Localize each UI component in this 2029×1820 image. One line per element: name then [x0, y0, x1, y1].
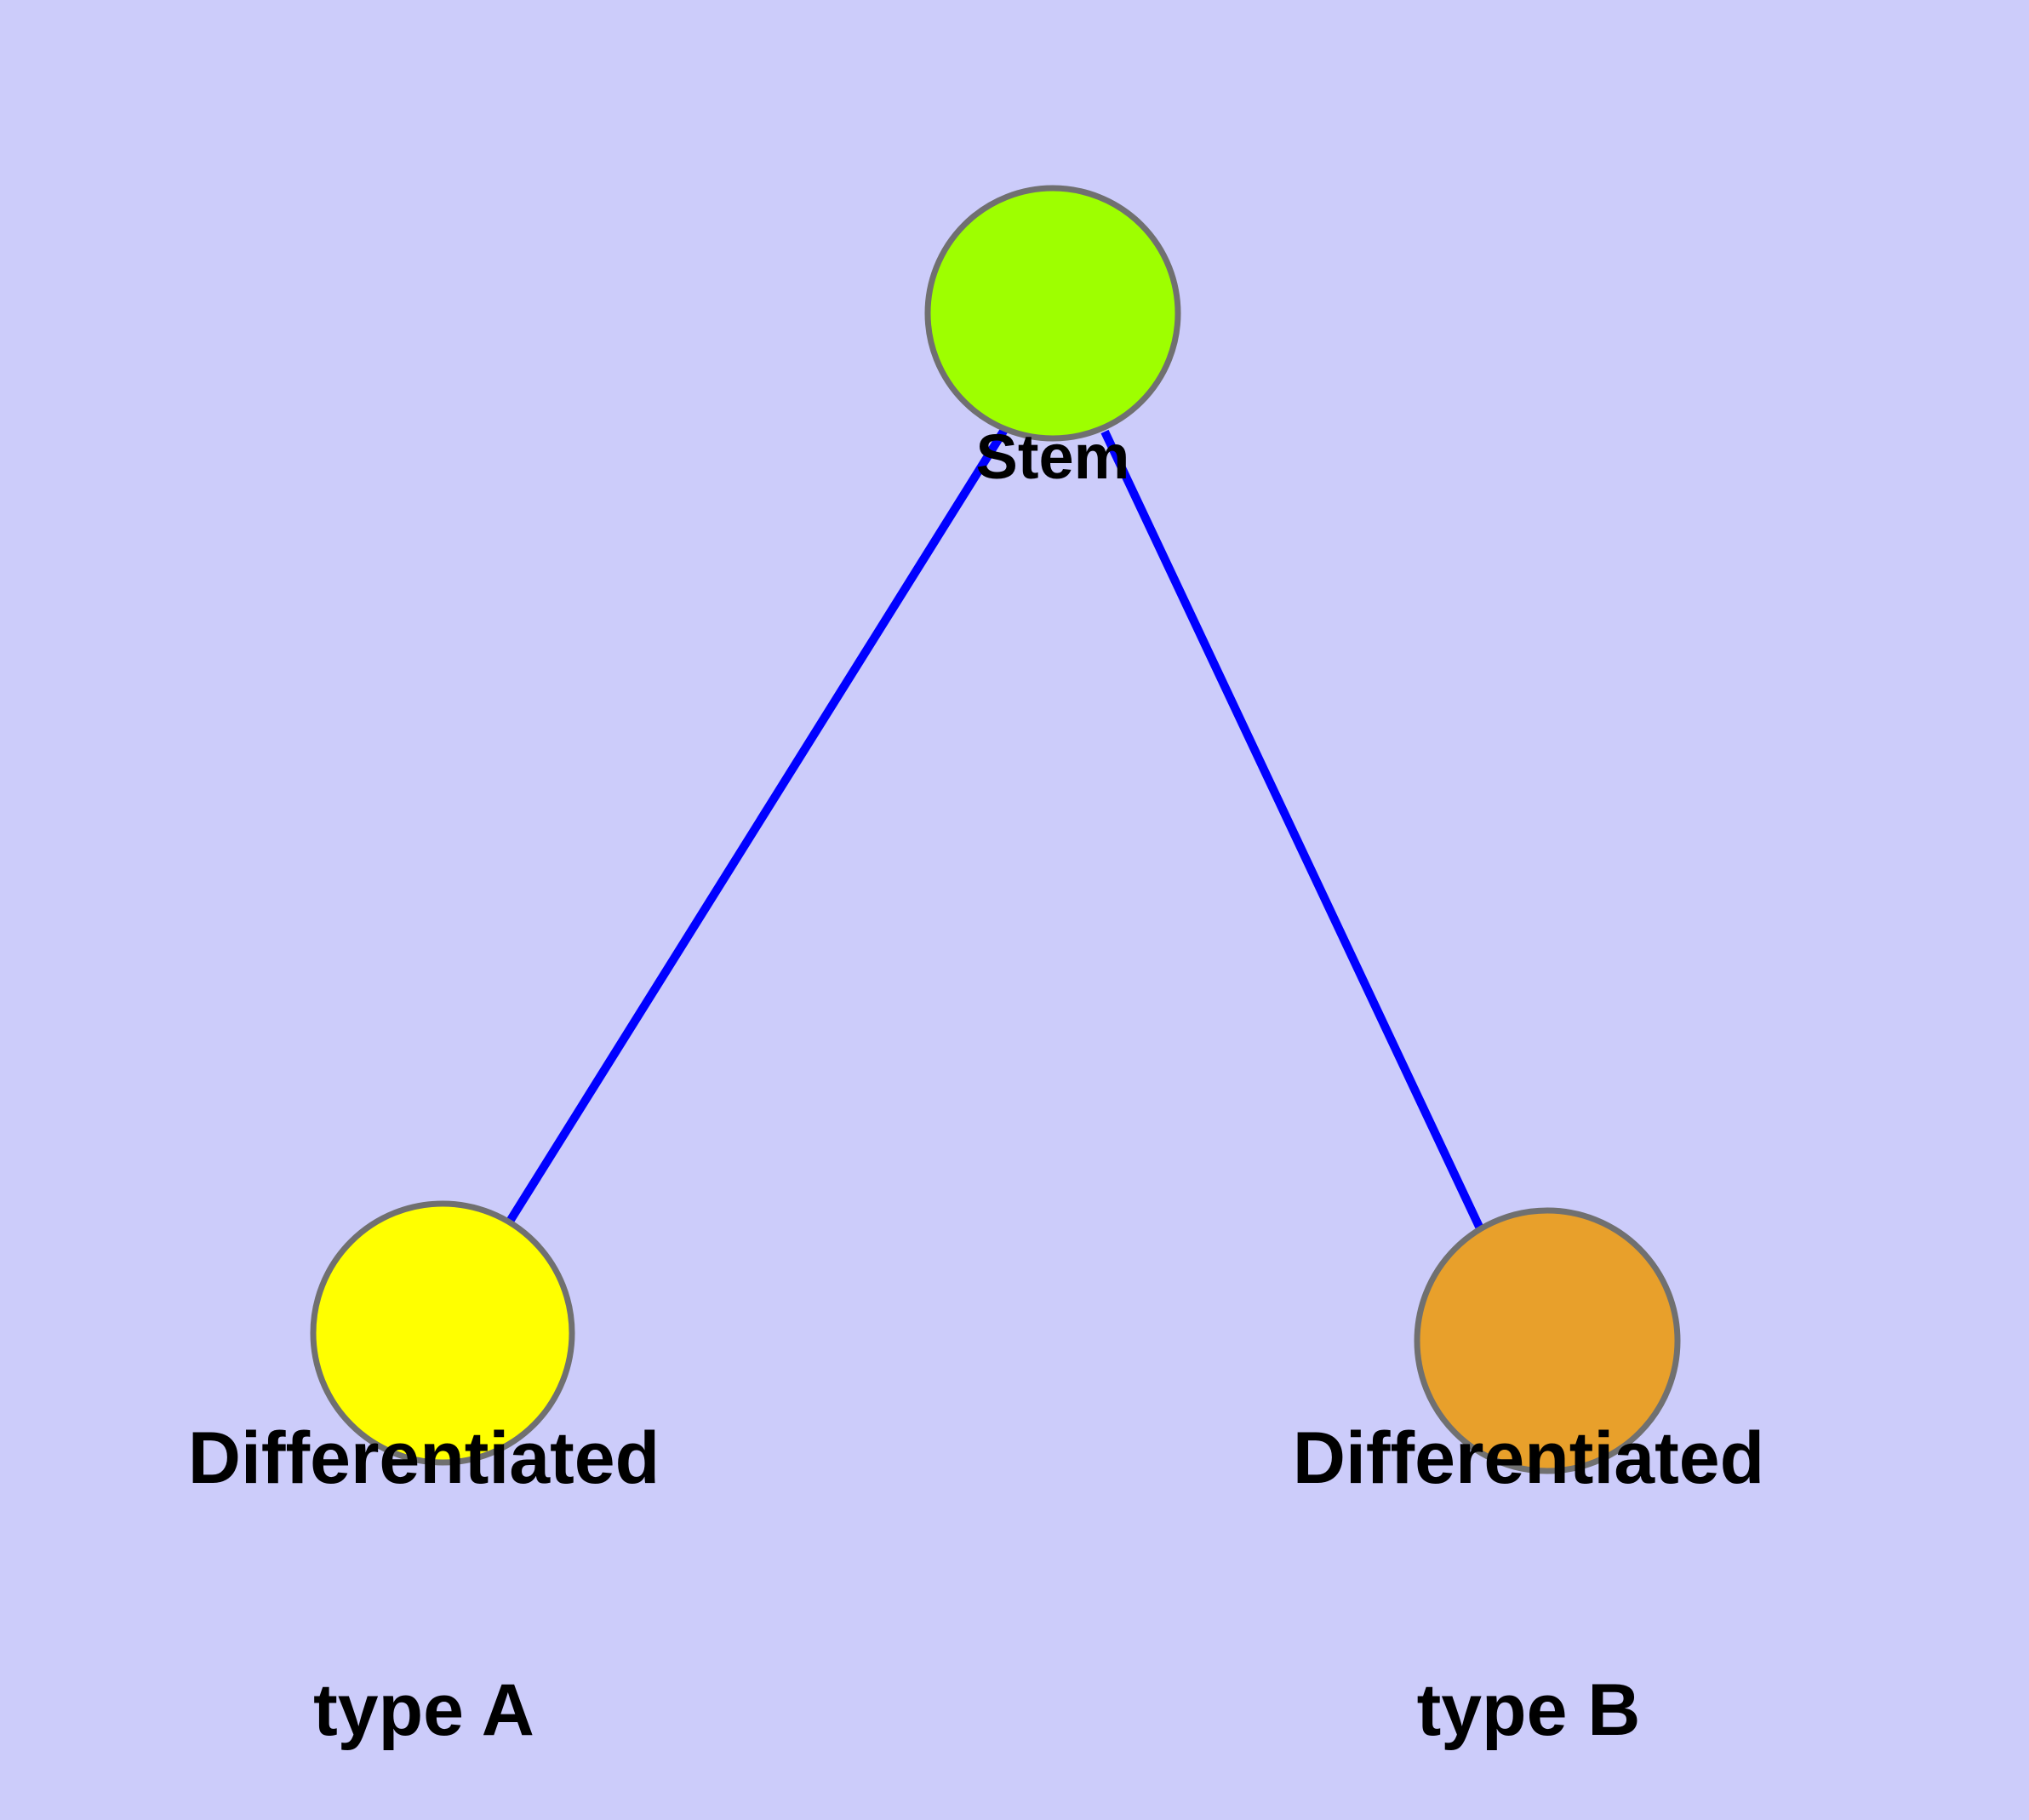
edge-stem-to-type-b[interactable] [1100, 429, 1483, 1229]
edge-stem-to-type-a[interactable] [506, 427, 1009, 1222]
node-differentiated-type-a[interactable] [310, 1200, 575, 1466]
node-stem[interactable] [924, 185, 1181, 442]
node-differentiated-type-b[interactable] [1414, 1207, 1681, 1474]
